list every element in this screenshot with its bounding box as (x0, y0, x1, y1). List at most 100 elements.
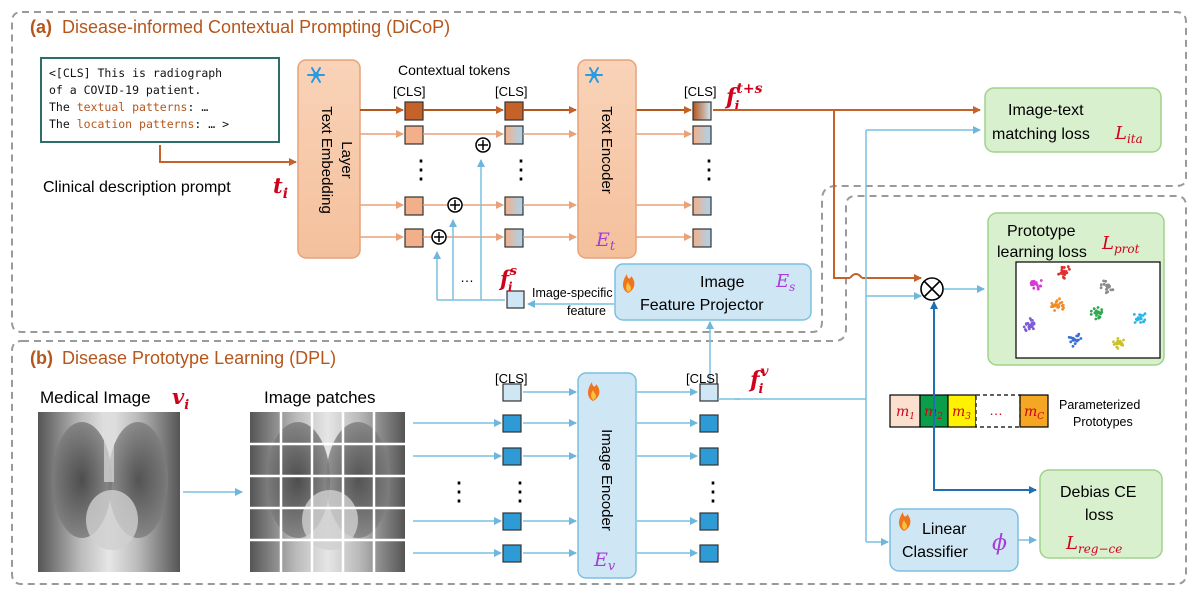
parameterized-prototypes: m1 m2 m3 … mC (889, 394, 1049, 428)
tsne-point (1143, 312, 1147, 316)
token-col3-row4 (692, 196, 712, 216)
tsne-point (1094, 310, 1098, 313)
prototype-mc (1019, 394, 1049, 428)
img-token-col2 (699, 447, 719, 466)
tsne-point (1116, 337, 1120, 340)
tsne-point (1099, 283, 1103, 287)
prot-symbol: Lprot (1101, 233, 1140, 256)
tsne-point (1028, 317, 1032, 320)
snowflake-icon (307, 67, 325, 83)
ita-label-2: matching loss (992, 126, 1090, 143)
tsne-point (1032, 322, 1036, 326)
image-encoder-label: Image Encoder (598, 429, 615, 531)
tsne-point (1095, 314, 1098, 317)
tsne-point (1141, 314, 1145, 317)
cls-label-img1: [CLS] (495, 371, 528, 386)
tsne-point (1089, 309, 1093, 313)
img-token-col1 (502, 512, 522, 531)
ce-symbol: Lreg−ce (1065, 533, 1122, 556)
token-col1-row4 (404, 196, 424, 216)
tsne-point (1068, 267, 1071, 271)
tsne-point (1028, 325, 1032, 329)
tsne-point (1036, 286, 1040, 289)
svg-text:…: … (989, 402, 1003, 418)
cls-token-col1 (404, 101, 424, 121)
image-encoder (577, 372, 637, 579)
projector-label-2: Feature Projector (640, 297, 764, 314)
tsne-point (1064, 270, 1068, 273)
tsne-point (1121, 343, 1125, 347)
tsne-point (1139, 317, 1143, 321)
prot-label-2: learning loss (997, 244, 1087, 261)
tsne-point (1061, 275, 1065, 279)
f-v-label: fiv (748, 364, 769, 397)
tsne-point (1105, 284, 1109, 288)
tsne-point (1100, 308, 1104, 311)
cls-token-col3 (692, 101, 712, 121)
flame-icon (588, 382, 600, 401)
circled-times-icon (920, 277, 944, 301)
tsne-point (1060, 265, 1064, 269)
tsne-point (1032, 286, 1036, 290)
tsne-point (1075, 338, 1079, 342)
tsne-point (1142, 320, 1145, 324)
image-text-matching-loss-box (984, 87, 1162, 153)
tsne-point (1062, 270, 1066, 274)
tsne-point (1097, 316, 1100, 320)
circled-plus-icon (447, 197, 463, 213)
ita-symbol: Lita (1114, 123, 1143, 146)
tsne-point (1057, 272, 1060, 276)
img-cls-token-col2 (699, 383, 719, 402)
tsne-point (1054, 300, 1058, 304)
snowflake-icon (585, 67, 603, 83)
cls-token-col2 (504, 101, 524, 121)
image-feature-routing (735, 126, 981, 546)
tsne-point (1026, 321, 1030, 325)
text-encoder-label: Text Encoder (598, 106, 615, 194)
classifier-label-2: Classifier (902, 544, 968, 561)
tsne-point (1117, 342, 1120, 346)
tsne-point (1057, 305, 1061, 309)
image-patches-label: Image patches (264, 388, 376, 407)
token-col3-row2 (692, 125, 712, 145)
vdots-col2: ⋮ (508, 154, 534, 184)
img-token-col2 (699, 414, 719, 433)
tsne-point (1092, 307, 1096, 310)
classifier-label-1: Linear (922, 521, 967, 538)
tsne-point (1058, 297, 1061, 301)
text-embedding-label-1: Text Embedding (318, 106, 335, 214)
image-feature-broadcast-lines (433, 159, 505, 301)
vdots-img-col1: ⋮ (507, 476, 533, 506)
tsne-point (1073, 342, 1077, 345)
patch-to-token-arrows (413, 388, 698, 557)
tsne-point (1030, 322, 1034, 325)
section-b-title: Disease Prototype Learning (DPL) (62, 348, 336, 368)
section-b-border (11, 195, 1187, 585)
projector-label-1: Image (700, 274, 745, 291)
medical-image-label: Medical Image (40, 388, 151, 407)
contextual-tokens-label: Contextual tokens (398, 62, 510, 78)
tsne-point (1035, 283, 1039, 287)
tsne-point (1060, 304, 1064, 308)
prompt-symbol: ti (273, 173, 288, 202)
section-a-border (11, 11, 1187, 333)
prot-label-1: Prototype (1007, 223, 1076, 240)
tsne-clusters (1022, 265, 1147, 350)
tsne-point (1031, 280, 1035, 284)
f-s-label: fis (498, 264, 518, 294)
debias-ce-loss-box (1039, 469, 1163, 559)
section-a-title: Disease-informed Contextual Prompting (D… (62, 17, 450, 37)
clinical-prompt-box: <[CLS] This is radiograph of a COVID-19 … (40, 57, 280, 143)
image-specific-label-1: Image-specific (532, 286, 613, 300)
tsne-point (1079, 337, 1083, 340)
cls-label-col1: [CLS] (393, 84, 426, 99)
tsne-point (1071, 344, 1075, 348)
text-embedding-layer (297, 59, 361, 259)
image-encoder-symbol: Ev (593, 549, 616, 574)
tsne-point (1076, 334, 1080, 338)
tsne-point (1066, 265, 1070, 269)
text-encoder (577, 59, 637, 259)
tsne-point (1030, 324, 1034, 328)
f-ts-label: fit+s (724, 81, 763, 114)
